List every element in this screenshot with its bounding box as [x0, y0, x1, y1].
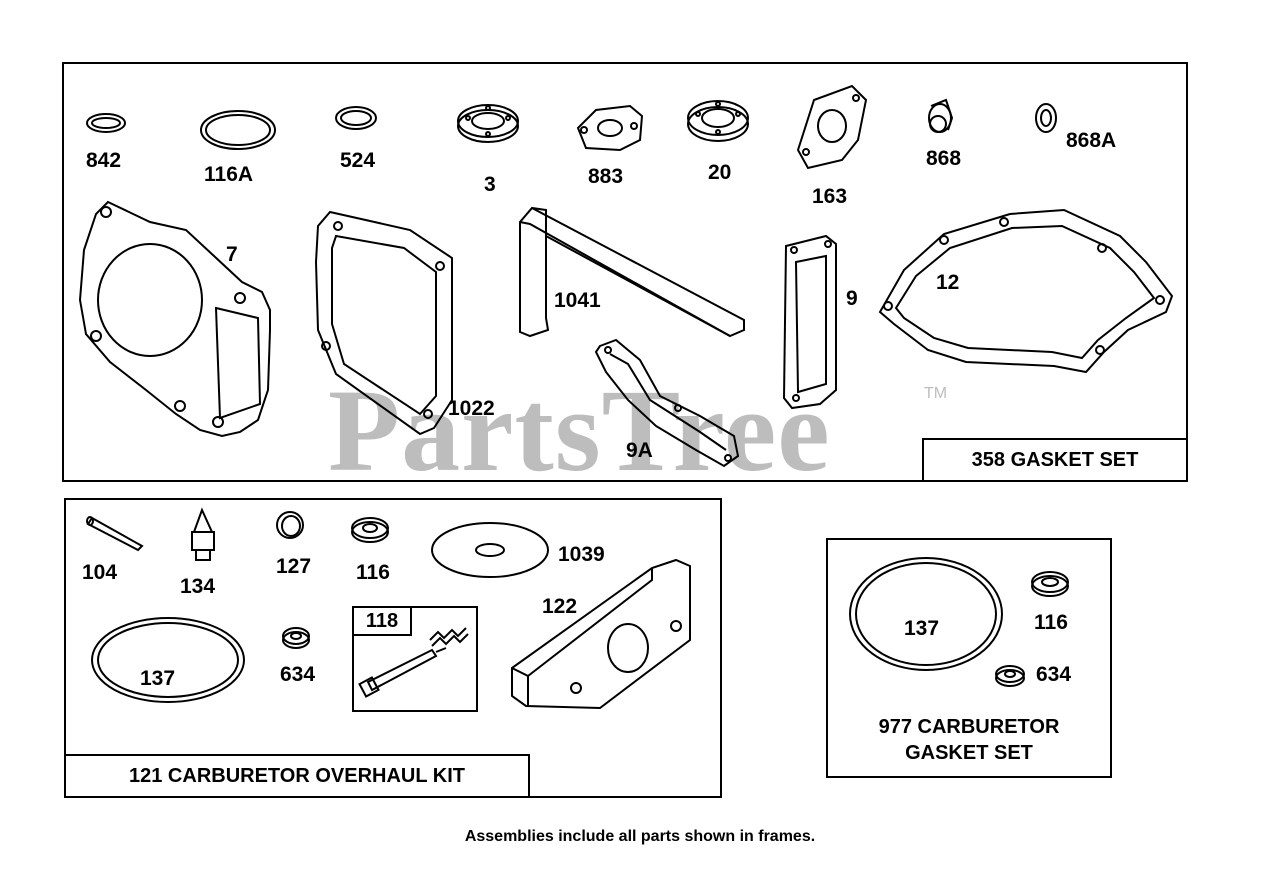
label-116: 116	[356, 561, 390, 584]
part-634-washer	[282, 627, 310, 649]
label-9: 9	[846, 287, 858, 310]
footer-note: Assemblies include all parts shown in fr…	[464, 828, 816, 845]
label-116a: 116A	[204, 163, 254, 186]
label-118: 118	[352, 606, 412, 636]
part-868a-washer	[1035, 103, 1057, 133]
label-634: 634	[280, 663, 316, 686]
part-118-spring	[429, 627, 469, 647]
part-137-ring-set	[849, 557, 1003, 671]
label-868: 868	[926, 147, 962, 170]
part-1022-gasket	[314, 210, 453, 436]
label-1041: 1041	[554, 289, 601, 312]
label-104: 104	[82, 561, 118, 584]
part-842-oring	[86, 113, 126, 133]
label-1022: 1022	[448, 397, 495, 420]
part-12-gasket	[878, 208, 1174, 374]
label-137: 137	[140, 667, 176, 690]
label-524: 524	[340, 149, 376, 172]
carb-gasket-set-title: 977 CARBURETOR GASKET SET	[828, 714, 1110, 766]
part-9a-gasket	[594, 338, 740, 468]
label-137-set: 137	[904, 617, 940, 640]
label-134: 134	[180, 575, 216, 598]
part-883-gasket	[576, 104, 644, 152]
part-127-plug	[276, 511, 304, 539]
part-163-gasket	[796, 84, 868, 170]
part-134-needle	[191, 507, 215, 561]
label-7: 7	[226, 243, 238, 266]
label-116-set: 116	[1034, 611, 1068, 634]
label-634-set: 634	[1036, 663, 1072, 686]
part-116-washer-set	[1031, 571, 1069, 597]
carb-gasket-set-title-line2: GASKET SET	[905, 742, 1033, 764]
part-1041-strip	[519, 206, 745, 338]
gasket-set-frame	[62, 62, 1188, 482]
label-3: 3	[484, 173, 496, 196]
part-634-washer-set	[995, 665, 1025, 687]
part-868-seal	[928, 98, 954, 133]
sub-assembly-118-frame	[352, 606, 478, 712]
carb-gasket-set-frame	[826, 538, 1112, 778]
label-868a: 868A	[1066, 129, 1117, 152]
part-137-ring	[91, 617, 245, 703]
part-524-oring	[335, 106, 377, 130]
part-116a-oring	[200, 110, 276, 150]
label-883: 883	[588, 165, 624, 188]
watermark-tm: TM	[924, 385, 948, 402]
label-163: 163	[812, 185, 848, 208]
label-842: 842	[86, 149, 122, 172]
watermark: PartsTree	[328, 365, 831, 496]
label-20: 20	[708, 161, 732, 184]
part-20-seal	[687, 100, 749, 142]
part-118-screw	[358, 647, 447, 698]
carb-gasket-set-title-line1: 977 CARBURETOR	[878, 716, 1060, 738]
label-1039: 1039	[558, 543, 605, 566]
label-127: 127	[276, 555, 312, 578]
label-9a: 9A	[626, 439, 653, 462]
part-104-pin	[86, 516, 144, 552]
part-9-gasket	[782, 234, 837, 410]
part-1039-diaphragm	[431, 522, 549, 578]
overhaul-kit-title: 121 CARBURETOR OVERHAUL KIT	[64, 754, 530, 798]
part-122-bracket	[511, 558, 691, 710]
part-7-head-gasket	[78, 200, 271, 438]
gasket-set-title: 358 GASKET SET	[922, 438, 1188, 482]
label-122: 122	[542, 595, 578, 618]
part-116-washer	[351, 517, 389, 543]
label-12: 12	[936, 271, 960, 294]
part-3-seal	[457, 104, 519, 143]
